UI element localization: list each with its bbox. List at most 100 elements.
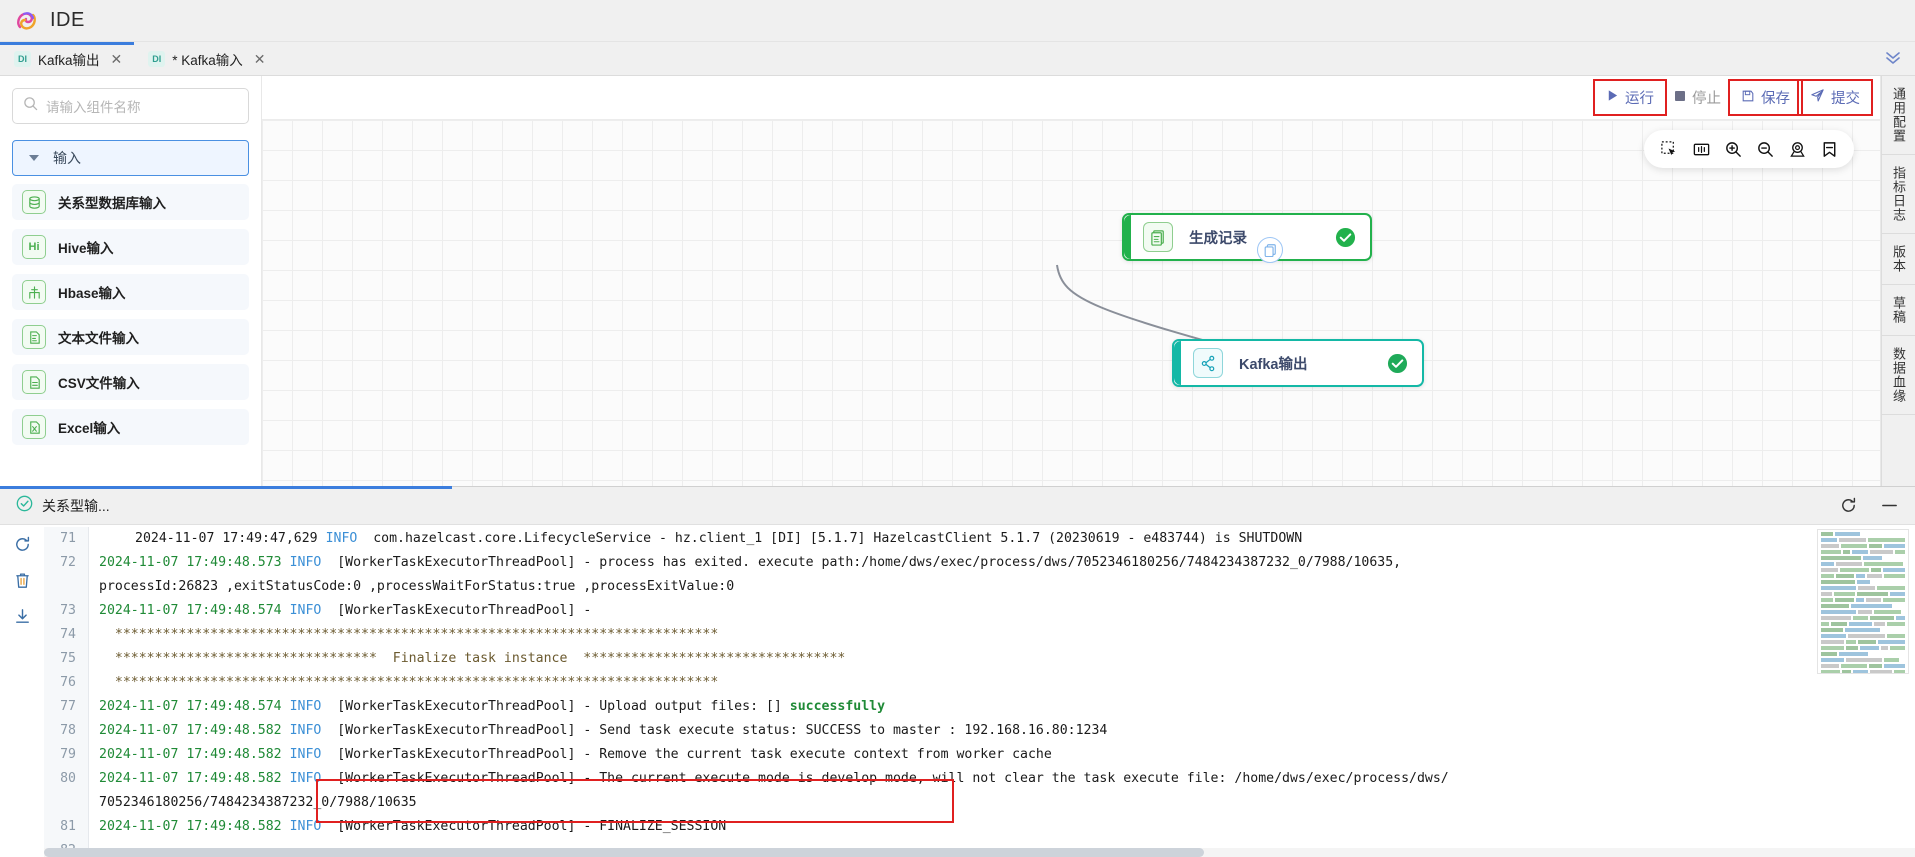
- log-line-number: 77: [44, 695, 88, 719]
- minimap-segment: [1876, 586, 1905, 590]
- close-icon[interactable]: ✕: [110, 50, 123, 67]
- minimize-icon[interactable]: [1880, 496, 1899, 515]
- canvas-grid[interactable]: 生成记录 Kafka输出: [262, 120, 1880, 486]
- app-logo-icon: [14, 8, 40, 34]
- zoom-out-icon[interactable]: [1752, 136, 1778, 162]
- minimap-segment: [1821, 562, 1834, 566]
- refresh-circle-icon[interactable]: [1839, 496, 1858, 515]
- tab-kafka-output[interactable]: DI Kafka输出 ✕: [0, 42, 135, 75]
- rail-tab-draft[interactable]: 草稿: [1882, 285, 1915, 336]
- rail-tab-metric-log[interactable]: 指标日志: [1882, 155, 1915, 234]
- minimap-segment: [1821, 550, 1842, 554]
- stop-square-icon: [1674, 90, 1686, 106]
- canvas-node-kafka-output[interactable]: Kafka输出: [1172, 339, 1424, 387]
- minimap-row: [1821, 622, 1906, 626]
- minimap-segment: [1821, 646, 1845, 650]
- palette-group-input[interactable]: 输入: [12, 140, 249, 176]
- log-line: 75 ********************************* Fin…: [44, 647, 1915, 671]
- log-line-text: 2024-11-07 17:49:48.582 INFO [WorkerTask…: [88, 743, 1915, 767]
- scrollbar-thumb[interactable]: [44, 848, 1205, 857]
- trash-icon[interactable]: [13, 571, 32, 590]
- save-button-label: 保存: [1761, 91, 1790, 107]
- locate-icon[interactable]: [1784, 136, 1810, 162]
- fit-view-icon[interactable]: [1688, 136, 1714, 162]
- minimap-segment: [1835, 532, 1860, 536]
- zoom-in-icon[interactable]: [1720, 136, 1746, 162]
- minimap-segment: [1884, 574, 1906, 578]
- palette-item-rdb-input[interactable]: 关系型数据库输入: [12, 184, 249, 220]
- minimap-segment: [1839, 652, 1868, 656]
- minimap-row: [1821, 640, 1906, 644]
- search-placeholder-text: 请输入组件名称: [46, 100, 141, 115]
- paper-plane-icon: [1810, 88, 1825, 107]
- title-bar: IDE: [0, 0, 1915, 42]
- floppy-disk-icon: [1741, 89, 1755, 107]
- minimap-segment: [1845, 628, 1880, 632]
- chevron-double-down-icon[interactable]: [1883, 50, 1903, 67]
- minimap-segment: [1833, 592, 1855, 596]
- palette-item-hive-input[interactable]: Hi Hive输入: [12, 229, 249, 265]
- minimap-segment: [1846, 658, 1882, 662]
- log-minimap[interactable]: [1817, 529, 1909, 674]
- minimap-segment: [1848, 634, 1885, 638]
- minimap-segment: [1831, 622, 1847, 626]
- tab-label: * Kafka输入: [172, 52, 243, 68]
- node-label: 生成记录: [1189, 230, 1247, 247]
- log-line-number: 71: [44, 527, 88, 551]
- bookmark-icon[interactable]: [1816, 136, 1842, 162]
- save-button[interactable]: 保存: [1728, 79, 1803, 116]
- minimap-row: [1821, 616, 1905, 620]
- minimap-segment: [1821, 538, 1837, 542]
- minimap-row: [1821, 652, 1905, 656]
- minimap-segment: [1884, 658, 1899, 662]
- palette-item-text-file-input[interactable]: 文本文件输入: [12, 319, 249, 355]
- palette-item-csv-file-input[interactable]: CSV文件输入: [12, 364, 249, 400]
- reload-icon[interactable]: [13, 535, 32, 554]
- tab-kafka-input[interactable]: DI * Kafka输入 ✕: [134, 42, 278, 75]
- minimap-row: [1821, 580, 1905, 584]
- close-icon[interactable]: ✕: [253, 50, 266, 67]
- log-line-text: 2024-11-07 17:49:48.582 INFO [WorkerTask…: [88, 719, 1915, 743]
- log-line-number: 73: [44, 599, 88, 623]
- rail-tab-version[interactable]: 版本: [1882, 234, 1915, 285]
- submit-button[interactable]: 提交: [1797, 79, 1873, 116]
- download-icon[interactable]: [13, 607, 32, 626]
- marquee-select-icon[interactable]: [1656, 136, 1682, 162]
- palette-item-hbase-input[interactable]: Hbase输入: [12, 274, 249, 310]
- minimap-row: [1821, 556, 1905, 560]
- palette-item-label: 关系型数据库输入: [58, 196, 166, 211]
- minimap-segment: [1821, 652, 1837, 656]
- canvas-node-generate-record[interactable]: 生成记录: [1122, 213, 1372, 261]
- stop-button[interactable]: 停止: [1664, 82, 1731, 113]
- run-button[interactable]: 运行: [1593, 79, 1667, 116]
- log-line-text: 2024-11-07 17:49:48.582 INFO [WorkerTask…: [88, 767, 1915, 791]
- minimap-segment: [1821, 622, 1830, 626]
- minimap-row: [1821, 664, 1905, 668]
- minimap-row: [1821, 532, 1905, 536]
- csv-file-icon: [22, 370, 46, 394]
- minimap-segment: [1821, 634, 1847, 638]
- palette-item-excel-input[interactable]: Excel输入: [12, 409, 249, 445]
- rail-tab-general-config[interactable]: 通用配置: [1882, 76, 1915, 155]
- node-accent-bar: [1174, 341, 1181, 385]
- tab-label: Kafka输出: [38, 52, 100, 68]
- minimap-segment: [1821, 598, 1833, 602]
- edge-copy-badge[interactable]: [1257, 237, 1283, 263]
- minimap-row: [1821, 598, 1905, 602]
- search-input[interactable]: 请输入组件名称: [12, 88, 249, 124]
- component-palette: 请输入组件名称 输入 关系型数据库输入 Hi Hive输入: [0, 76, 262, 486]
- minimap-segment: [1878, 640, 1906, 644]
- log-horizontal-scrollbar[interactable]: [44, 848, 1915, 857]
- minimap-segment: [1851, 604, 1892, 608]
- minimap-segment: [1821, 556, 1861, 560]
- stop-button-label: 停止: [1692, 91, 1721, 107]
- rail-tab-data-lineage[interactable]: 数据血缘: [1882, 336, 1915, 415]
- hbase-icon: [22, 280, 46, 304]
- minimap-row: [1821, 592, 1905, 596]
- minimap-row: [1821, 646, 1905, 650]
- log-line-text: 7052346180256/7484234387232_0/7988/10635: [88, 791, 1915, 815]
- log-line: 7052346180256/7484234387232_0/7988/10635: [44, 791, 1915, 815]
- minimap-segment: [1821, 574, 1834, 578]
